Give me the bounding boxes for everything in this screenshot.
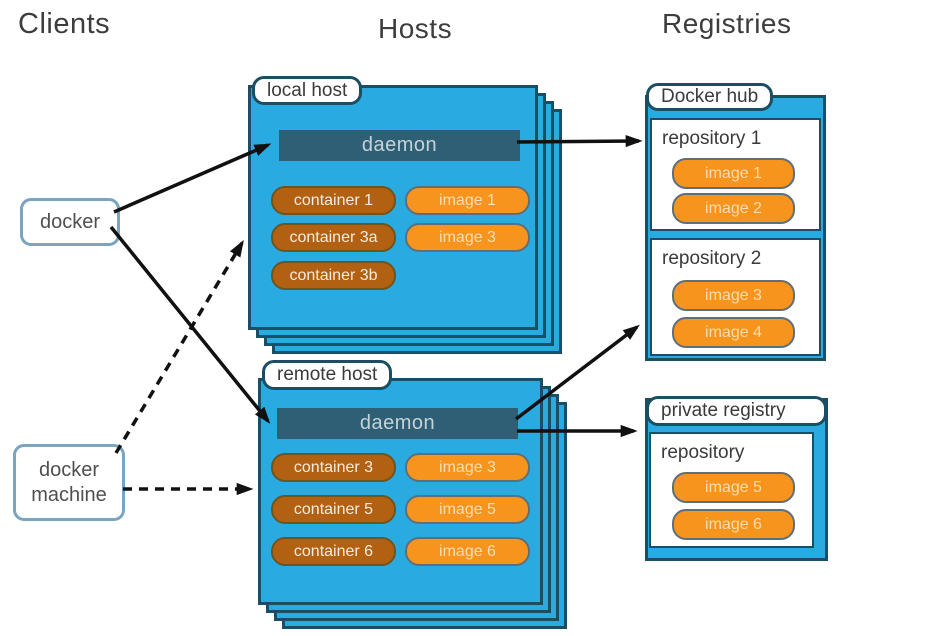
arrow-docker-to-remote-daemon [109,225,271,424]
local-container-1-pill: container 1 [271,186,396,215]
repository-1-box: repository 1 image 1 image 2 [650,118,821,231]
hub-image-1-pill: image 1 [672,158,795,189]
docker-hub-label: Docker hub [646,83,774,111]
private-repository-name: repository [661,442,745,463]
remote-daemon-label: daemon [359,412,436,434]
private-image-5-pill: image 5 [672,472,795,503]
local-container-3a-pill: container 3a [271,223,396,252]
repository-2-box: repository 2 image 3 image 4 [650,238,821,356]
hub-image-3-pill: image 3 [672,280,795,311]
local-container-3b-pill: container 3b [271,261,396,290]
arrow-docker-to-local-daemon [113,143,272,214]
arrow-docker-machine-to-local-host [114,239,244,454]
remote-image-6-pill: image 6 [405,537,530,566]
docker-client-box: docker [20,198,120,246]
clients-header: Clients [18,8,111,40]
docker-machine-label-line2: machine [31,483,107,506]
local-daemon-bar: daemon [279,130,520,161]
docker-machine-label-line1: docker [38,458,100,481]
local-host-label: local host [252,76,363,105]
hub-image-4-pill: image 4 [672,317,795,348]
repository-1-name: repository 1 [662,128,762,149]
remote-image-5-pill: image 5 [405,495,530,524]
local-host-box: daemon container 1 image 1 container 3a … [248,85,538,330]
private-repository-box: repository image 5 image 6 [649,432,814,548]
private-registry-label: private registry [646,396,827,426]
docker-machine-box: docker machine [13,444,125,521]
registries-header: Registries [662,8,792,39]
docker-client-label: docker [39,210,101,233]
remote-host-label: remote host [262,360,393,390]
remote-daemon-bar: daemon [277,408,518,439]
remote-container-6-pill: container 6 [271,537,396,566]
local-image-3-pill: image 3 [405,223,530,252]
private-image-6-pill: image 6 [672,509,795,540]
remote-host-box: daemon container 3 image 3 container 5 i… [258,378,543,605]
local-daemon-label: daemon [361,134,438,156]
remote-image-3-pill: image 3 [405,453,530,482]
remote-container-3-pill: container 3 [271,453,396,482]
local-image-1-pill: image 1 [405,186,530,215]
hub-image-2-pill: image 2 [672,193,795,224]
repository-2-name: repository 2 [662,248,762,269]
remote-container-5-pill: container 5 [271,495,396,524]
hosts-header: Hosts [378,13,453,44]
